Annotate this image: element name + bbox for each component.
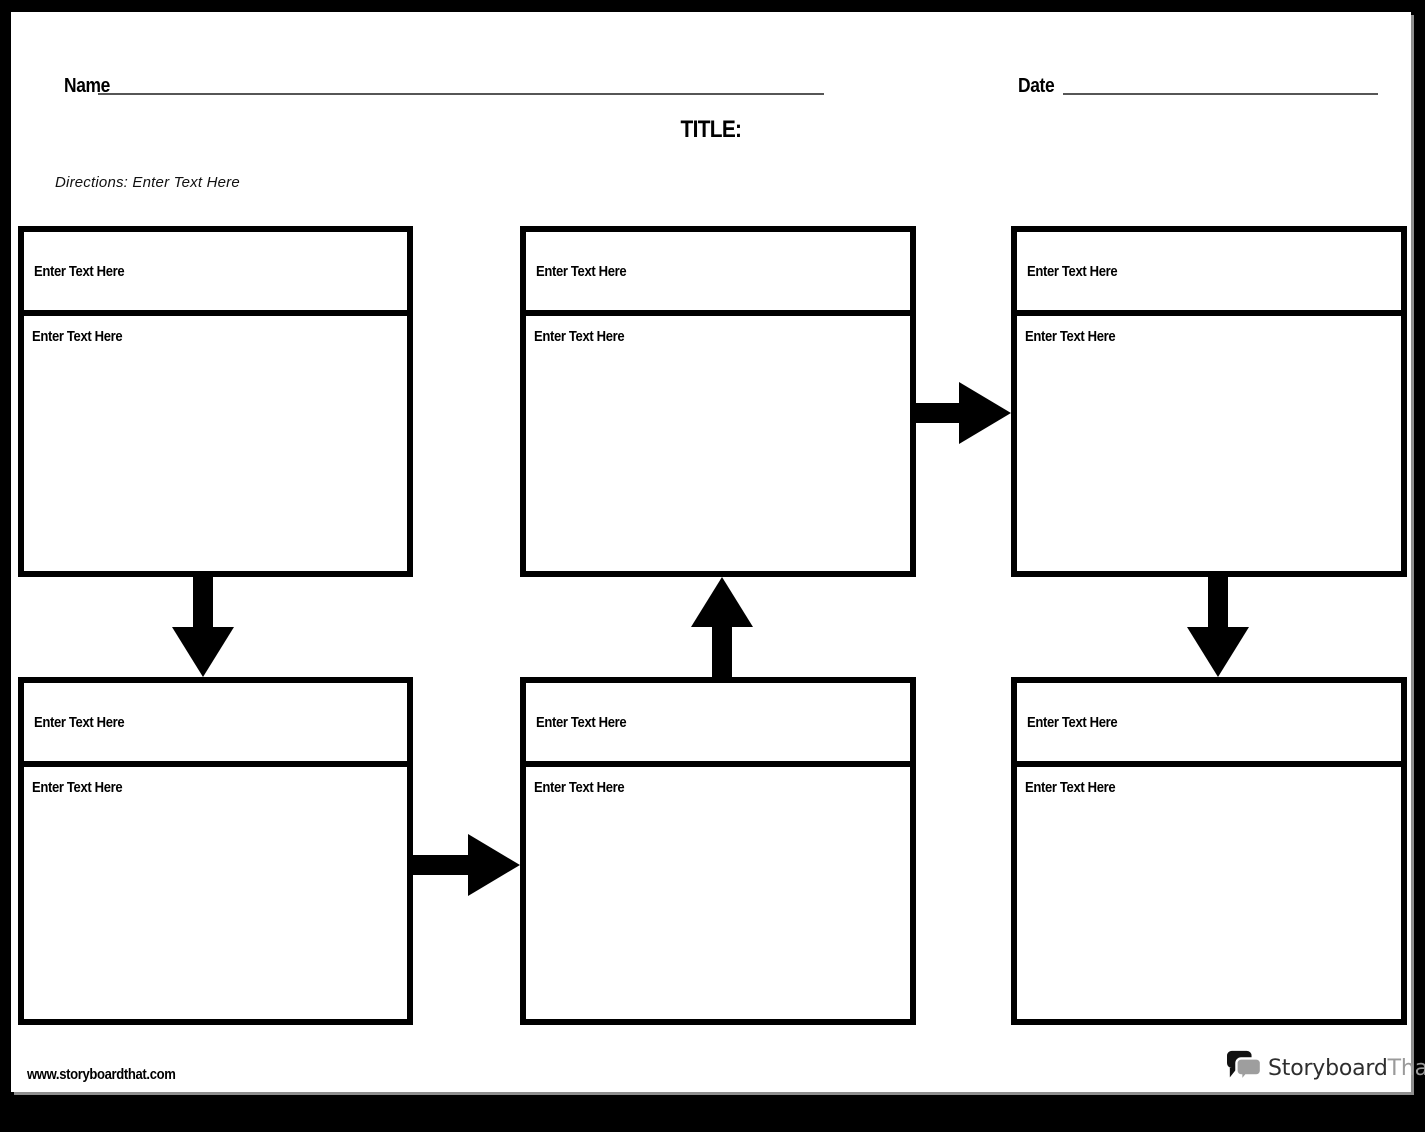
flow-box-top-middle: Enter Text Here Enter Text Here xyxy=(520,226,916,577)
logo-text-secondary: That xyxy=(1387,1055,1425,1081)
box-header-text[interactable]: Enter Text Here xyxy=(34,713,125,731)
flow-box-bottom-right: Enter Text Here Enter Text Here xyxy=(1011,677,1407,1025)
date-line[interactable] xyxy=(1063,93,1378,95)
arrow-up-icon xyxy=(690,577,754,677)
speech-bubbles-icon xyxy=(1225,1049,1263,1088)
box-header-text[interactable]: Enter Text Here xyxy=(536,262,627,280)
directions-text: Directions: Enter Text Here xyxy=(55,174,240,191)
box-header-section: Enter Text Here xyxy=(24,232,407,316)
page-title: TITLE: xyxy=(680,116,742,143)
box-body-text[interactable]: Enter Text Here xyxy=(1025,328,1116,345)
arrow-right-icon xyxy=(413,833,520,897)
flow-box-top-left: Enter Text Here Enter Text Here xyxy=(18,226,413,577)
box-header-text[interactable]: Enter Text Here xyxy=(536,713,627,731)
logo-text-primary: Storyboard xyxy=(1268,1055,1388,1081)
worksheet-page: Name Date TITLE: Directions: Enter Text … xyxy=(11,12,1425,1092)
box-header-text[interactable]: Enter Text Here xyxy=(1027,713,1118,731)
arrow-down-icon xyxy=(171,577,235,677)
box-body-section: Enter Text Here xyxy=(1017,767,1401,809)
box-body-text[interactable]: Enter Text Here xyxy=(534,779,625,796)
arrow-down-icon xyxy=(1186,577,1250,677)
box-body-section: Enter Text Here xyxy=(24,767,407,809)
flow-box-top-right: Enter Text Here Enter Text Here xyxy=(1011,226,1407,577)
title-row: TITLE: xyxy=(11,116,1411,144)
date-label: Date xyxy=(1018,75,1055,97)
arrow-right-icon xyxy=(916,381,1011,445)
box-body-section: Enter Text Here xyxy=(1017,316,1401,358)
box-body-text[interactable]: Enter Text Here xyxy=(534,328,625,345)
logo-text: StoryboardThat xyxy=(1268,1056,1425,1081)
name-label: Name xyxy=(64,75,111,97)
box-body-section: Enter Text Here xyxy=(526,767,910,809)
box-header-section: Enter Text Here xyxy=(526,232,910,316)
box-body-section: Enter Text Here xyxy=(526,316,910,358)
box-header-section: Enter Text Here xyxy=(24,683,407,767)
box-header-text[interactable]: Enter Text Here xyxy=(1027,262,1118,280)
website-url: www.storyboardthat.com xyxy=(27,1066,176,1083)
box-header-section: Enter Text Here xyxy=(1017,683,1401,767)
box-body-text[interactable]: Enter Text Here xyxy=(32,779,123,796)
flow-box-bottom-left: Enter Text Here Enter Text Here xyxy=(18,677,413,1025)
box-body-text[interactable]: Enter Text Here xyxy=(1025,779,1116,796)
box-body-section: Enter Text Here xyxy=(24,316,407,358)
box-header-section: Enter Text Here xyxy=(526,683,910,767)
name-line[interactable] xyxy=(98,93,824,95)
box-header-section: Enter Text Here xyxy=(1017,232,1401,316)
box-body-text[interactable]: Enter Text Here xyxy=(32,328,123,345)
box-header-text[interactable]: Enter Text Here xyxy=(34,262,125,280)
storyboardthat-logo: StoryboardThat xyxy=(1225,1050,1425,1086)
flow-box-bottom-middle: Enter Text Here Enter Text Here xyxy=(520,677,916,1025)
